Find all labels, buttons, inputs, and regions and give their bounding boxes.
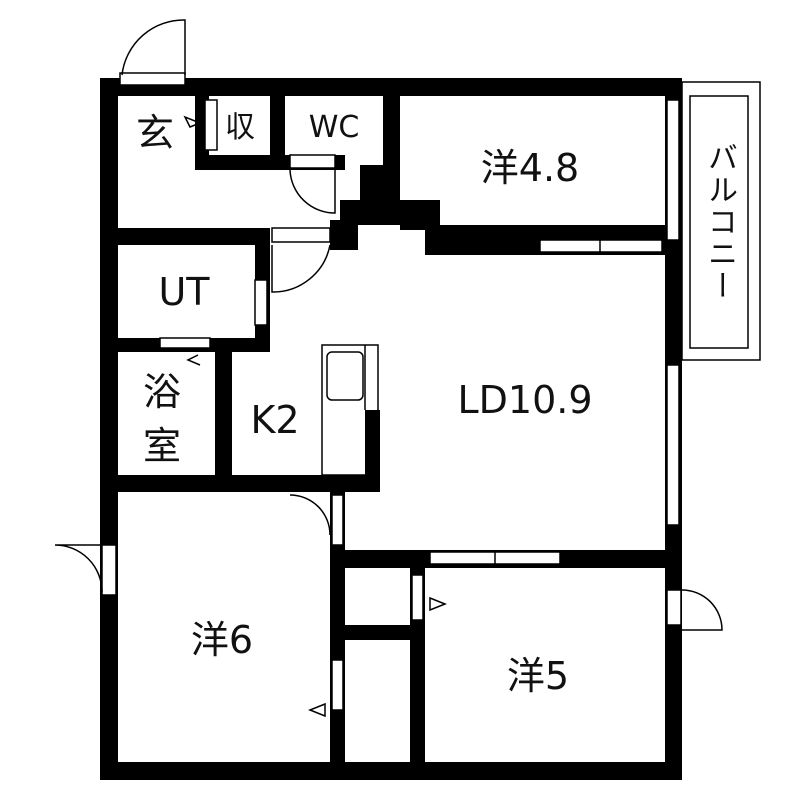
walls — [100, 78, 682, 780]
room-label-entrance: 玄 — [135, 111, 175, 155]
room-label-western-6: 洋6 — [190, 618, 254, 662]
room-label-balcony: バルコニー — [702, 142, 737, 302]
windows-and-openings — [101, 72, 682, 711]
room-label-wc: WC — [308, 110, 360, 145]
room-label-bath-1: 浴 — [142, 370, 182, 414]
room-label-western-5: 洋5 — [506, 654, 570, 698]
door-markers — [183, 115, 448, 718]
room-label-western-4-8: 洋4.8 — [480, 146, 580, 190]
room-label-bath-2: 室 — [142, 424, 182, 468]
doors — [54, 19, 723, 631]
room-label-storage: 収 — [225, 110, 255, 145]
kitchen-counter — [321, 344, 379, 476]
balcony-outline — [681, 81, 761, 361]
room-label-ut: UT — [158, 270, 210, 314]
room-label-living-dining: LD10.9 — [457, 378, 593, 422]
room-label-kitchen: K2 — [250, 398, 300, 442]
